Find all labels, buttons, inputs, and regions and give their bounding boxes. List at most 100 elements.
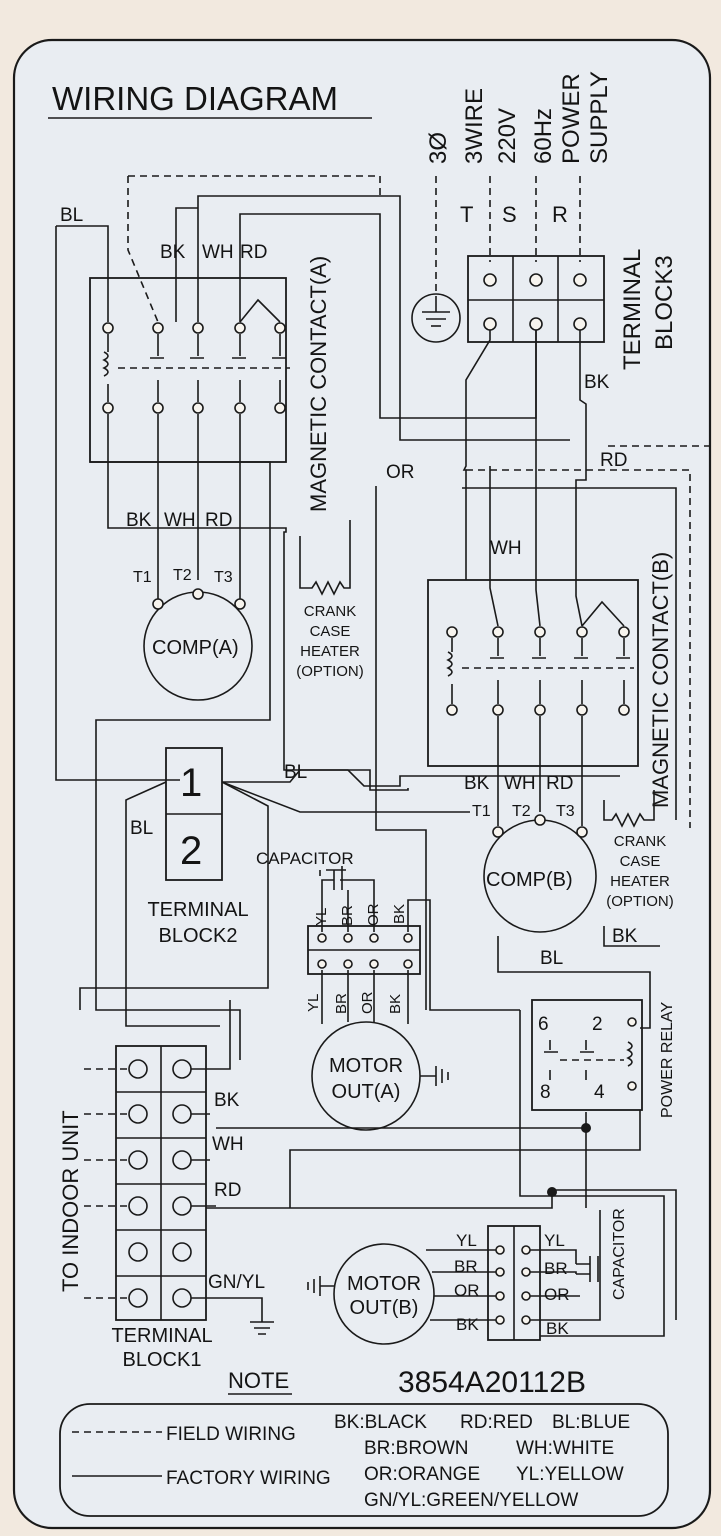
motor-a-connector — [307, 925, 421, 975]
wire-label-gnyl-tb1: GN/YL — [208, 1272, 265, 1293]
crank-heater-a-2: CASE — [310, 623, 351, 640]
crank-heater-b-3: HEATER — [610, 873, 670, 890]
relay-pin-2: 2 — [592, 1014, 603, 1035]
relay-pin-4: 4 — [594, 1082, 605, 1103]
legend-code-bk: BK:BLACK — [334, 1412, 427, 1433]
wire-label-yl-motor-a: YL — [305, 994, 322, 1012]
terminal-block2-label-1: TERMINAL — [147, 899, 248, 921]
wire-label-br-cap: BR — [339, 905, 356, 926]
legend-code-rd: RD:RED — [460, 1412, 533, 1433]
wire-label-wh-mcb: WH — [490, 538, 522, 559]
comp-b-t3: T3 — [556, 803, 575, 820]
comp-b-t1: T1 — [472, 803, 491, 820]
motor-out-b-label-1: MOTOR — [347, 1273, 421, 1295]
wire-label-bk-tb3: BK — [584, 372, 610, 393]
wire-label-yl-cap-b: YL — [544, 1231, 565, 1250]
terminal-block3-label-2: BLOCK3 — [651, 255, 678, 350]
wire-label-or-cap-b: OR — [544, 1285, 570, 1304]
magnetic-contact-b-label: MAGNETIC CONTACT(B) — [648, 552, 673, 808]
wire-label-or-cap: OR — [365, 903, 382, 926]
comp-a — [143, 588, 253, 701]
power-relay — [531, 999, 643, 1111]
wire-label-wh-tb1: WH — [212, 1134, 244, 1155]
wire-label-bl-top: BL — [60, 205, 83, 226]
relay-pin-8: 8 — [540, 1082, 551, 1103]
ground-symbol-main — [411, 293, 461, 343]
power-supply-line-5: POWER — [558, 73, 585, 164]
relay-pin-6: 6 — [538, 1014, 549, 1035]
terminal-block1 — [115, 1045, 207, 1321]
wire-label-yl-cap: YL — [313, 908, 330, 926]
note-label: NOTE — [228, 1368, 289, 1393]
legend-field-wiring: FIELD WIRING — [166, 1424, 296, 1445]
magnetic-contact-a-label: MAGNETIC CONTACT(A) — [306, 256, 331, 512]
wire-label-wh-mcb-bottom: WH — [504, 773, 536, 794]
crank-heater-a-3: HEATER — [300, 643, 360, 660]
legend-code-wh: WH:WHITE — [516, 1438, 614, 1459]
magnetic-contact-b — [427, 579, 639, 767]
wire-label-rd-mcb: RD — [546, 773, 573, 794]
wire-label-yl-motor-b: YL — [456, 1231, 477, 1250]
to-indoor-unit-label: TO INDOOR UNIT — [58, 1110, 83, 1292]
terminal-block3-label-1: TERMINAL — [619, 249, 646, 370]
phase-s-label: S — [502, 202, 517, 227]
legend-code-bl: BL:BLUE — [552, 1412, 630, 1433]
motor-out-b-label-2: OUT(B) — [350, 1297, 419, 1319]
wire-label-wh-mca-bottom: WH — [164, 510, 196, 531]
phase-r-label: R — [552, 202, 568, 227]
legend-code-br: BR:BROWN — [364, 1438, 469, 1459]
wire-label-bl-mid: BL — [284, 762, 307, 783]
crank-heater-b-4: (OPTION) — [606, 893, 674, 910]
wire-label-br-cap-b: BR — [544, 1259, 568, 1278]
legend-code-yl: YL:YELLOW — [516, 1464, 624, 1485]
legend-code-or: OR:ORANGE — [364, 1464, 480, 1485]
capacitor-a-label: CAPACITOR — [256, 849, 354, 868]
diagram-title: WIRING DIAGRAM — [52, 80, 338, 117]
wire-label-bk-motor-b: BK — [456, 1315, 479, 1334]
terminal-block1-label-1: TERMINAL — [111, 1325, 212, 1347]
wire-label-bk-motor-a: BK — [387, 994, 404, 1014]
wire-label-bk-cap: BK — [391, 904, 408, 924]
wire-label-bk-mca-bottom: BK — [126, 510, 152, 531]
wire-label-bl-relay: BL — [540, 948, 563, 969]
wire-label-rd-mca-bottom: RD — [205, 510, 232, 531]
crank-heater-a-1: CRANK — [304, 603, 357, 620]
wire-label-bk-mcb: BK — [464, 773, 490, 794]
comp-b-t2: T2 — [512, 803, 531, 820]
tb2-terminal-1: 1 — [180, 761, 202, 805]
terminal-block1-label-2: BLOCK1 — [123, 1349, 202, 1371]
wire-label-bk-cap-b: BK — [546, 1319, 569, 1338]
terminal-block3 — [467, 255, 605, 343]
comp-a-t3: T3 — [214, 569, 233, 586]
tb2-terminal-2: 2 — [180, 829, 202, 873]
wire-label-wh-mca-top: WH — [202, 242, 234, 263]
crank-heater-b-2: CASE — [620, 853, 661, 870]
wire-label-bk-mca-top: BK — [160, 242, 186, 263]
power-supply-line-1: 3Ø — [425, 132, 452, 164]
comp-a-label: COMP(A) — [152, 637, 239, 659]
capacitor-b-label: CAPACITOR — [611, 1208, 628, 1300]
power-relay-label: POWER RELAY — [659, 1002, 676, 1119]
crank-heater-b-1: CRANK — [614, 833, 667, 850]
wire-label-bk-relay: BK — [612, 926, 638, 947]
motor-b-connector — [487, 1225, 541, 1341]
phase-t-label: T — [460, 202, 473, 227]
comp-a-t1: T1 — [133, 569, 152, 586]
motor-out-a-label-1: MOTOR — [329, 1055, 403, 1077]
motor-out-a-label-2: OUT(A) — [332, 1081, 401, 1103]
motor-out-b — [307, 1243, 435, 1345]
power-supply-label: 3Ø 3WIRE 220V 60Hz POWER SUPPLY — [425, 71, 613, 164]
comp-b — [483, 814, 597, 933]
wire-label-or: OR — [386, 462, 415, 483]
motor-out-a — [311, 1021, 449, 1131]
terminal-block2-label-2: BLOCK2 — [159, 925, 238, 947]
wire-label-rd-right: RD — [600, 450, 627, 471]
crank-heater-a-4: (OPTION) — [296, 663, 364, 680]
legend-code-gnyl: GN/YL:GREEN/YELLOW — [364, 1490, 578, 1511]
comp-b-label: COMP(B) — [486, 869, 573, 891]
power-supply-line-2: 3WIRE — [461, 88, 488, 164]
wire-label-or-motor-a: OR — [359, 991, 376, 1014]
terminal-block3-label: TERMINAL BLOCK3 — [619, 249, 678, 370]
